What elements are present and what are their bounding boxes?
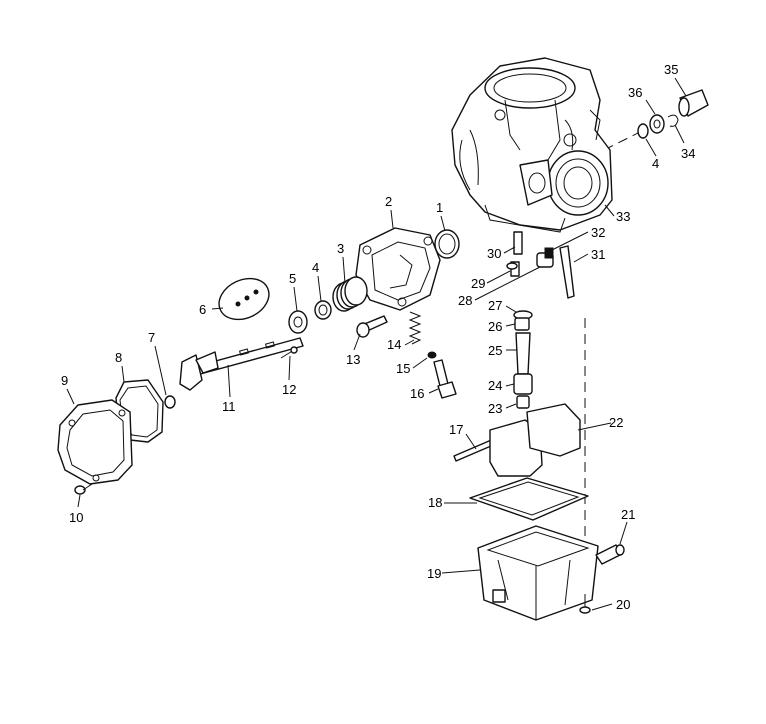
callout-29: 29 <box>471 276 485 291</box>
callout-36: 36 <box>628 85 642 100</box>
callout-24: 24 <box>488 378 502 393</box>
callout-32: 32 <box>591 225 605 240</box>
callout-3: 3 <box>337 241 344 256</box>
bowl-gasket <box>469 477 589 521</box>
callout-9: 9 <box>61 373 68 388</box>
callout-5: 5 <box>289 271 296 286</box>
cover-screw <box>74 483 93 495</box>
callout-15: 15 <box>396 361 410 376</box>
float <box>489 403 581 477</box>
callout-21: 21 <box>621 507 635 522</box>
callout-4: 4 <box>312 260 319 275</box>
leader-lines <box>66 77 687 611</box>
callout-14: 14 <box>387 337 401 352</box>
throttle-shaft-axis <box>603 131 641 151</box>
callout-1: 1 <box>436 200 443 215</box>
callout-19: 19 <box>427 566 441 581</box>
end-cover <box>57 399 133 485</box>
bowl-screw <box>579 594 591 614</box>
callout-13: 13 <box>346 352 360 367</box>
callout-22: 22 <box>609 415 623 430</box>
callout-4-right: 4 <box>652 156 659 171</box>
adjust-screw <box>356 315 388 338</box>
plug <box>164 395 176 409</box>
callout-27: 27 <box>488 298 502 313</box>
callout-34: 34 <box>681 146 695 161</box>
callout-31: 31 <box>591 247 605 262</box>
callout-35: 35 <box>664 62 678 77</box>
diaphragm-cover <box>355 227 441 311</box>
spring <box>332 276 368 312</box>
fittings-28-32 <box>506 231 575 299</box>
jet-screw <box>433 359 457 399</box>
washer <box>314 300 332 320</box>
callout-28: 28 <box>458 293 472 308</box>
throttle-end-parts <box>637 89 709 139</box>
callout-25: 25 <box>488 343 502 358</box>
callout-8: 8 <box>115 350 122 365</box>
callout-18: 18 <box>428 495 442 510</box>
carburetor-body <box>451 57 613 233</box>
small-o-ring <box>427 351 437 359</box>
float-bowl <box>477 525 599 621</box>
callout-6: 6 <box>199 302 206 317</box>
callout-11: 11 <box>222 399 236 414</box>
throttle-shaft <box>179 337 304 391</box>
shaft-screw <box>280 346 298 359</box>
callout-23: 23 <box>488 401 502 416</box>
callout-7: 7 <box>148 330 155 345</box>
callout-10: 10 <box>69 510 83 525</box>
callout-17: 17 <box>449 422 463 437</box>
callout-26: 26 <box>488 319 502 334</box>
needle-spring <box>408 311 422 345</box>
diaphragm-plate <box>218 277 270 321</box>
callout-labels: 1 2 3 4 5 6 7 8 9 10 11 12 13 14 15 16 1… <box>61 62 695 612</box>
callout-16: 16 <box>410 386 424 401</box>
callout-33: 33 <box>616 209 630 224</box>
bearing <box>288 310 308 334</box>
jet-stack <box>513 310 533 409</box>
callout-20: 20 <box>616 597 630 612</box>
callout-30: 30 <box>487 246 501 261</box>
callout-12: 12 <box>282 382 296 397</box>
callout-2: 2 <box>385 194 392 209</box>
